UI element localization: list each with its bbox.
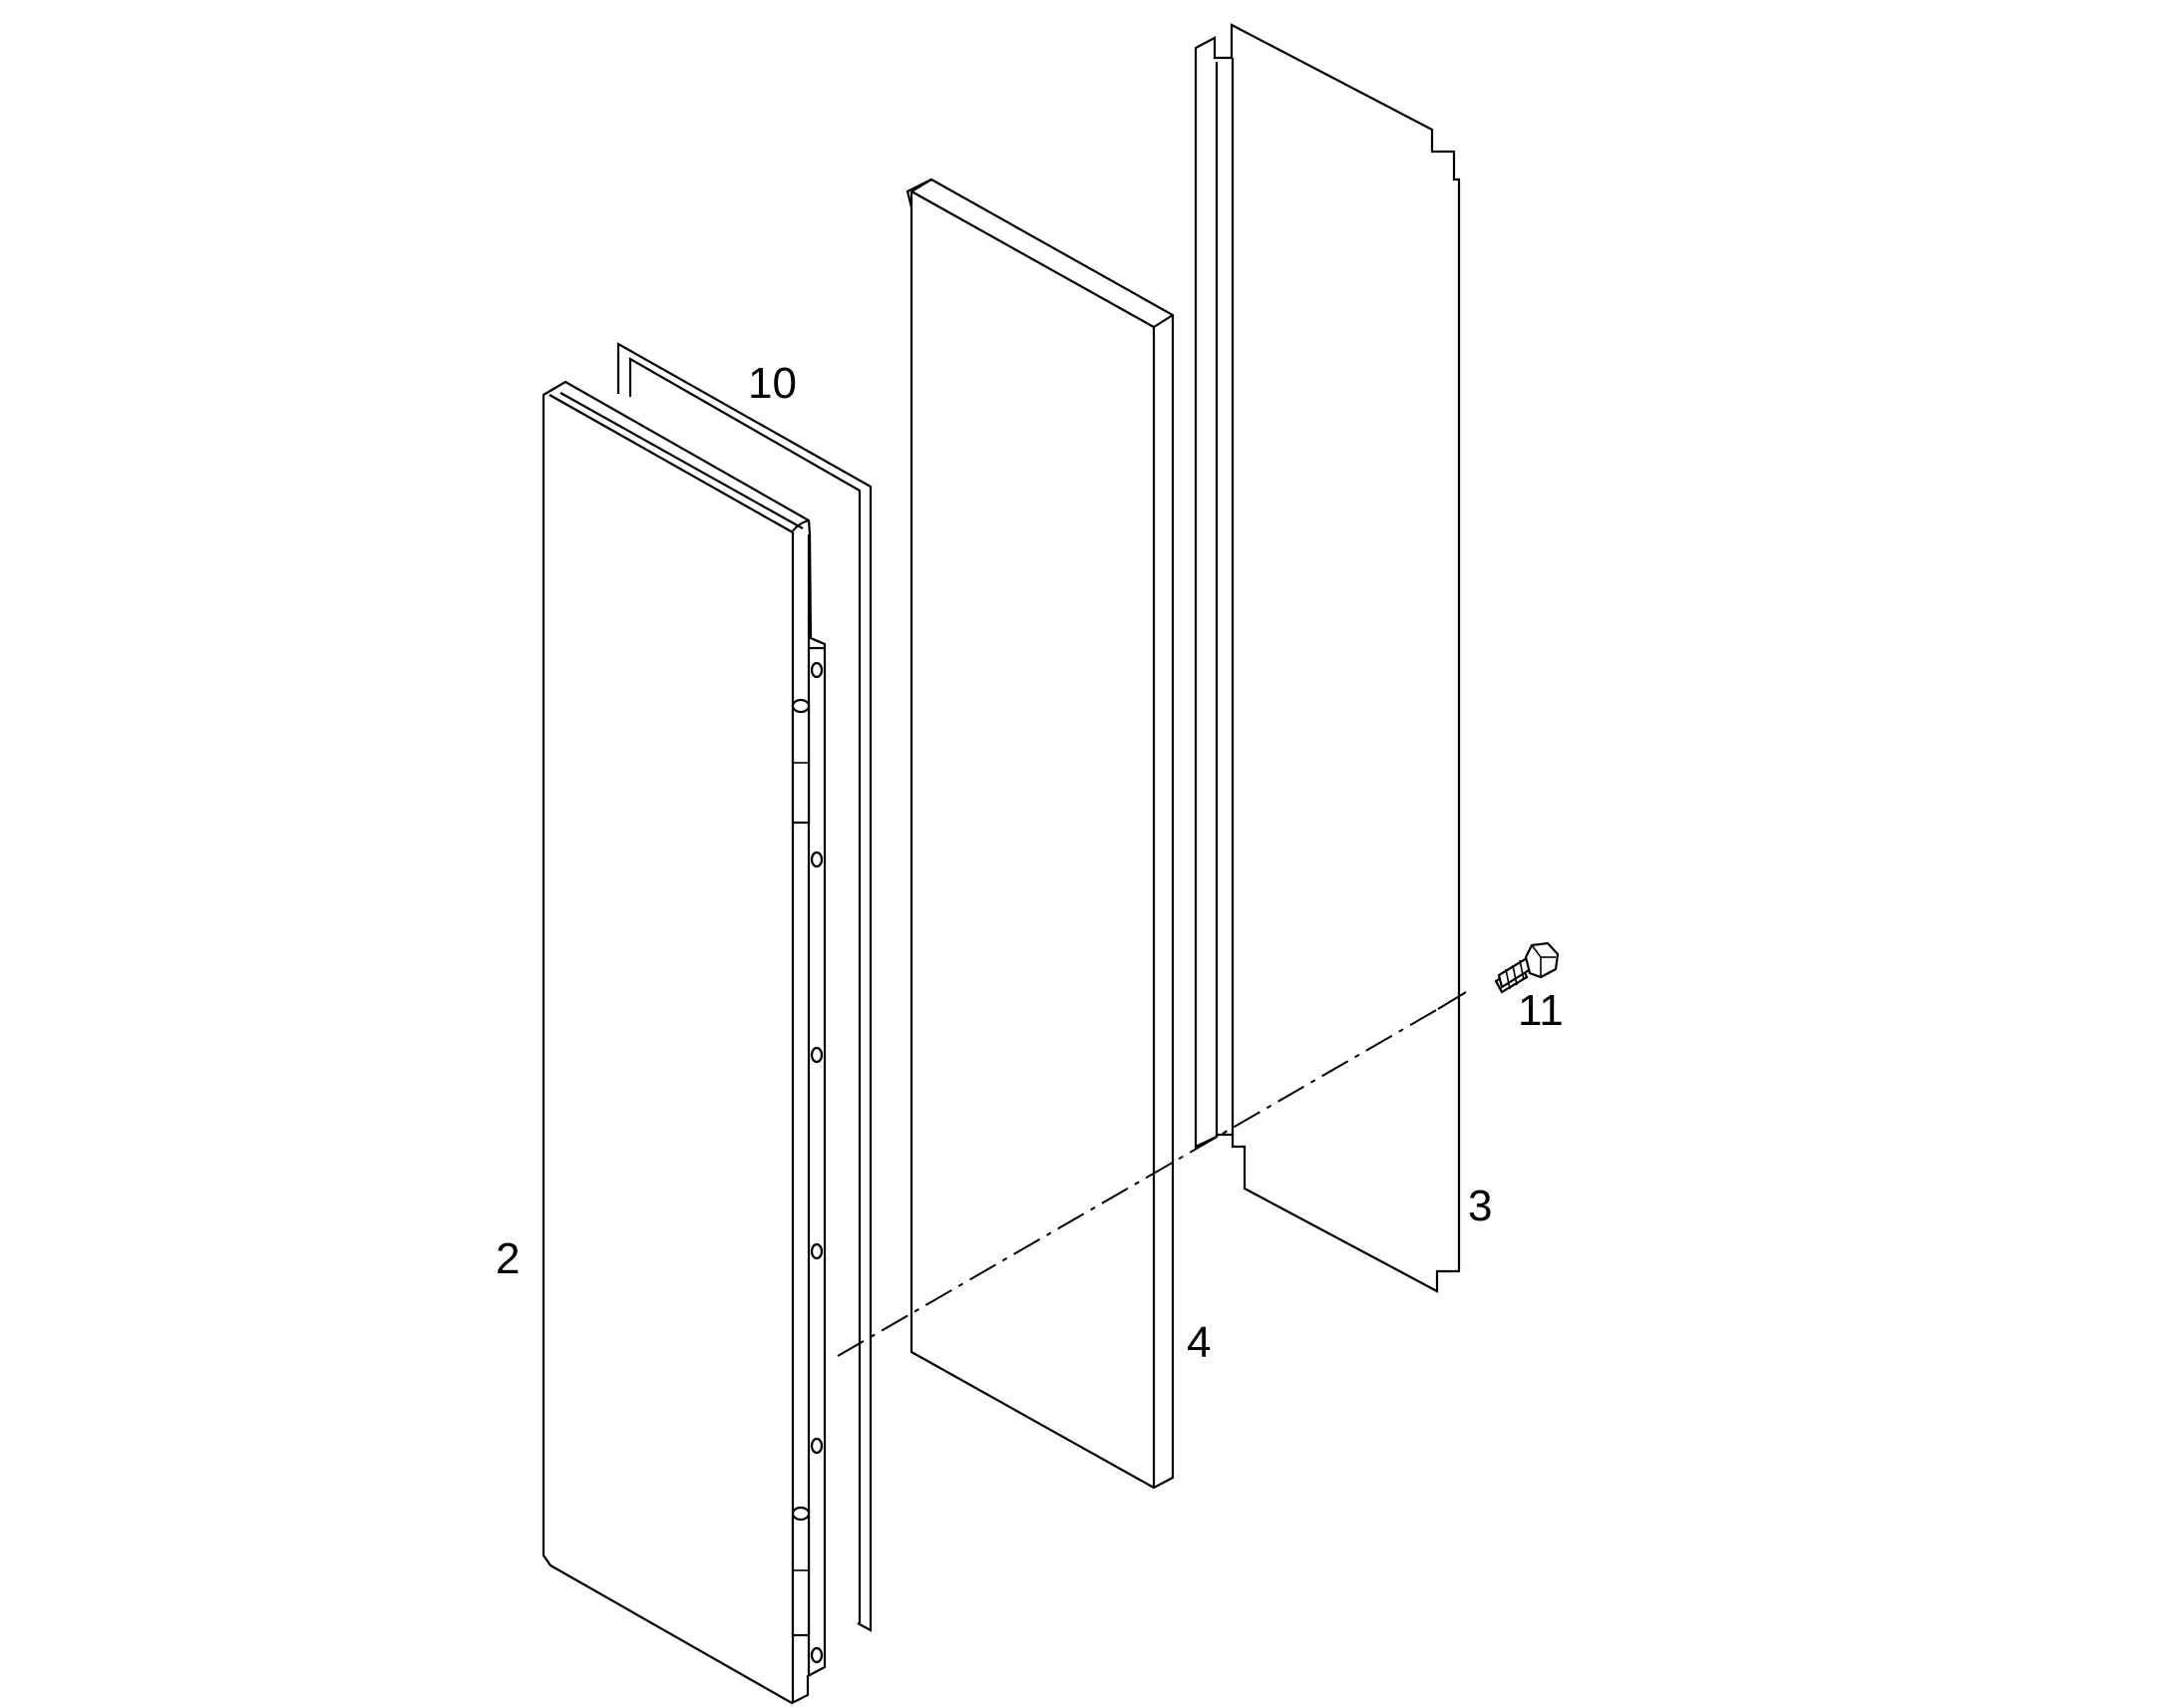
label-part-3: 3 bbox=[1468, 1182, 1492, 1230]
door-panel-icon bbox=[542, 380, 827, 1705]
label-part-2: 2 bbox=[496, 1234, 520, 1283]
inner-back-panel-icon bbox=[1194, 23, 1461, 1293]
assembly-line bbox=[837, 991, 1467, 1357]
label-part-10: 10 bbox=[748, 359, 797, 408]
seal-gasket-icon bbox=[616, 342, 873, 1632]
label-part-11: 11 bbox=[1518, 986, 1564, 1035]
insulation-panel-icon bbox=[906, 177, 1175, 1490]
hex-bolt-icon bbox=[1494, 941, 1560, 994]
hinge-icon bbox=[791, 698, 811, 825]
label-part-4: 4 bbox=[1187, 1318, 1211, 1367]
hinge-icon bbox=[791, 1506, 811, 1637]
